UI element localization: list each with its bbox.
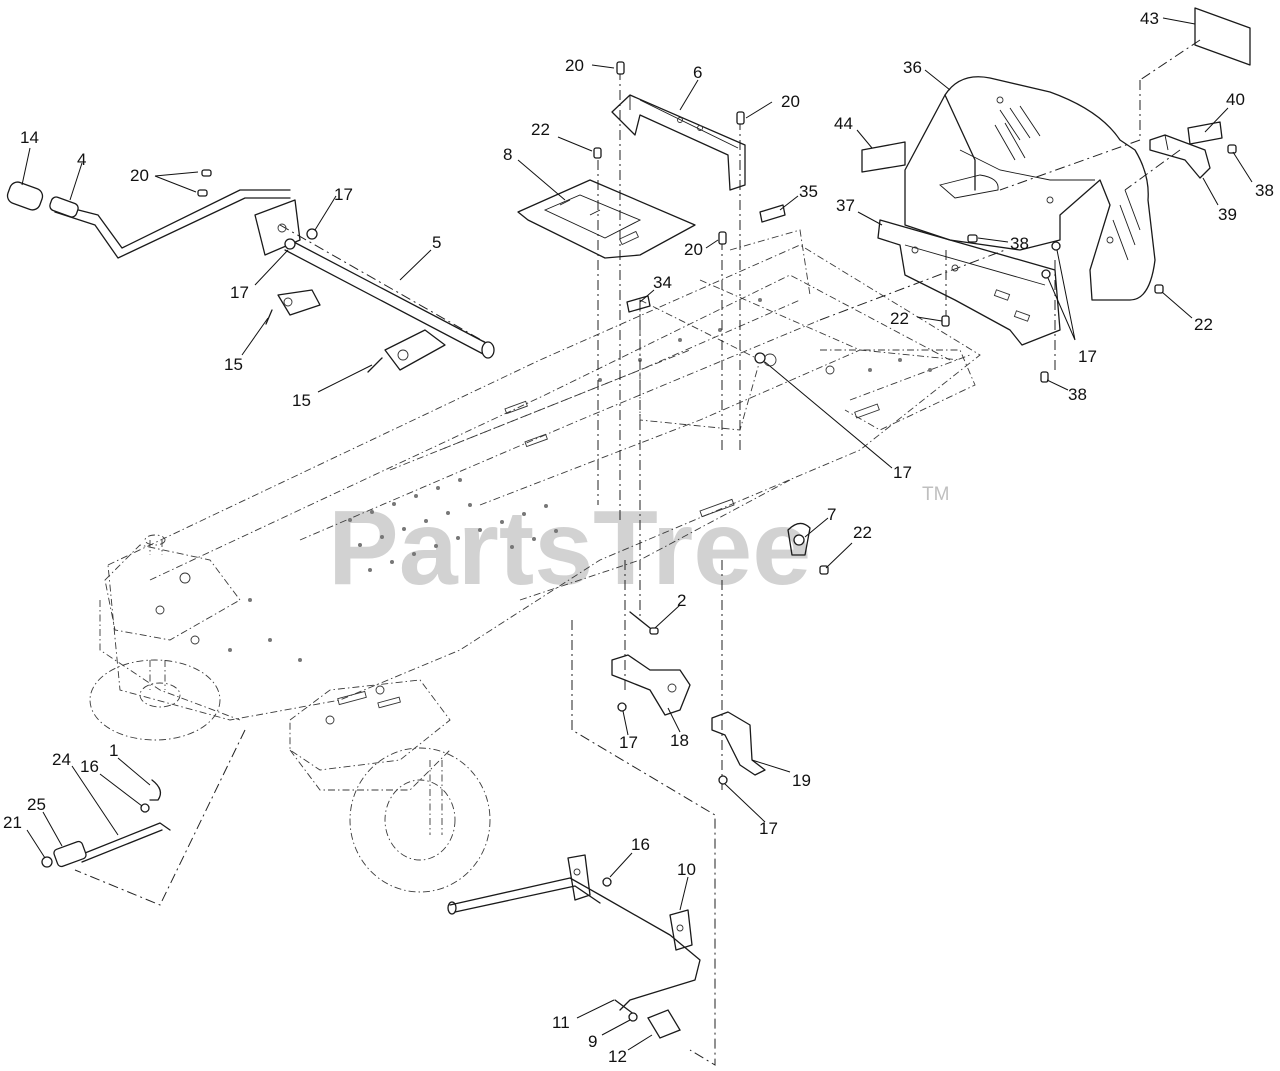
part-21-bolt (41, 856, 53, 868)
part-5-pivot-shaft (254, 199, 495, 371)
part-36-seat-mount (904, 76, 1156, 301)
part-44-decal (861, 141, 906, 173)
part-40-latch-plate (1187, 121, 1223, 145)
callout-15-left: 15 (224, 355, 243, 374)
part-16-washer-b (602, 877, 612, 887)
part-34-decal (626, 295, 651, 313)
assembly-lines (74, 39, 1201, 1066)
callout-38-latch: 38 (1255, 181, 1274, 200)
callout-35: 35 (799, 182, 818, 201)
callout-8: 8 (503, 145, 512, 164)
callout-labels: 43 36 40 38 39 44 37 38 22 22 17 38 20 6… (3, 9, 1274, 1066)
part-11-grip (614, 999, 636, 1016)
callout-24: 24 (52, 750, 71, 769)
callout-16-rod: 16 (80, 757, 99, 776)
part-8-mount-plate (517, 179, 696, 259)
callout-17-bracket18: 17 (619, 733, 638, 752)
callout-21: 21 (3, 813, 22, 832)
callout-5: 5 (432, 233, 441, 252)
callout-20-mid: 20 (684, 240, 703, 259)
callout-1: 1 (109, 741, 118, 760)
callout-22-hook: 22 (853, 523, 872, 542)
callout-22-seat: 22 (1194, 315, 1213, 334)
callout-40: 40 (1226, 90, 1245, 109)
part-4-control-lever (49, 189, 291, 259)
part-9-nut (628, 1012, 638, 1022)
callout-22-bracket: 22 (890, 309, 909, 328)
callout-2: 2 (677, 591, 686, 610)
callout-22-top: 22 (531, 120, 550, 139)
callout-17-lever: 17 (334, 185, 353, 204)
callout-37: 37 (836, 196, 855, 215)
callout-9: 9 (588, 1032, 597, 1051)
part-35-decal (759, 204, 786, 223)
part-7-hook (787, 522, 811, 556)
callout-12: 12 (608, 1047, 627, 1066)
callout-11: 11 (552, 1013, 570, 1032)
callout-34: 34 (653, 273, 672, 292)
part-43-decal (1194, 7, 1251, 66)
part-19-bracket (711, 711, 766, 776)
fasteners (197, 61, 1237, 785)
part-1-hairpin (149, 779, 162, 801)
part-16-washer-a (140, 803, 150, 813)
part-25-coupler (53, 840, 87, 868)
callout-38-lower: 38 (1068, 385, 1087, 404)
callout-17-bracket: 17 (1078, 347, 1097, 366)
callout-36: 36 (903, 58, 922, 77)
part-24-rod (79, 822, 171, 863)
part-10-brake-lever (447, 854, 701, 1011)
callout-17-bracket19: 17 (759, 819, 778, 838)
callout-25: 25 (27, 795, 46, 814)
callout-17-shaft: 17 (230, 283, 249, 302)
callout-4: 4 (77, 150, 86, 169)
callout-44: 44 (834, 114, 853, 133)
callout-6: 6 (693, 63, 702, 82)
callout-10: 10 (677, 860, 696, 879)
leader-lines (21, 17, 1253, 1051)
callout-38-bracket: 38 (1010, 234, 1029, 253)
callout-14: 14 (20, 128, 39, 147)
callout-15-right: 15 (292, 391, 311, 410)
callout-20-top: 20 (565, 56, 584, 75)
part-12-block (647, 1009, 681, 1039)
callout-18: 18 (670, 731, 689, 750)
callout-16-lever: 16 (631, 835, 650, 854)
callout-20-right: 20 (781, 92, 800, 111)
part-39-latch (1149, 134, 1211, 179)
watermark-trademark: TM (922, 484, 949, 505)
callout-17-frame: 17 (893, 463, 912, 482)
callout-7: 7 (827, 505, 836, 524)
callout-43: 43 (1140, 9, 1159, 28)
watermark: PartsTree TM (328, 484, 949, 607)
part-18-bracket (611, 654, 691, 716)
callout-39: 39 (1218, 205, 1237, 224)
part-14-grip (6, 181, 44, 211)
watermark-brand: PartsTree (328, 489, 811, 607)
callout-19: 19 (792, 771, 811, 790)
callout-20-lever: 20 (130, 166, 149, 185)
part-2-pin (629, 611, 659, 635)
part-6-support-bracket (611, 94, 746, 191)
